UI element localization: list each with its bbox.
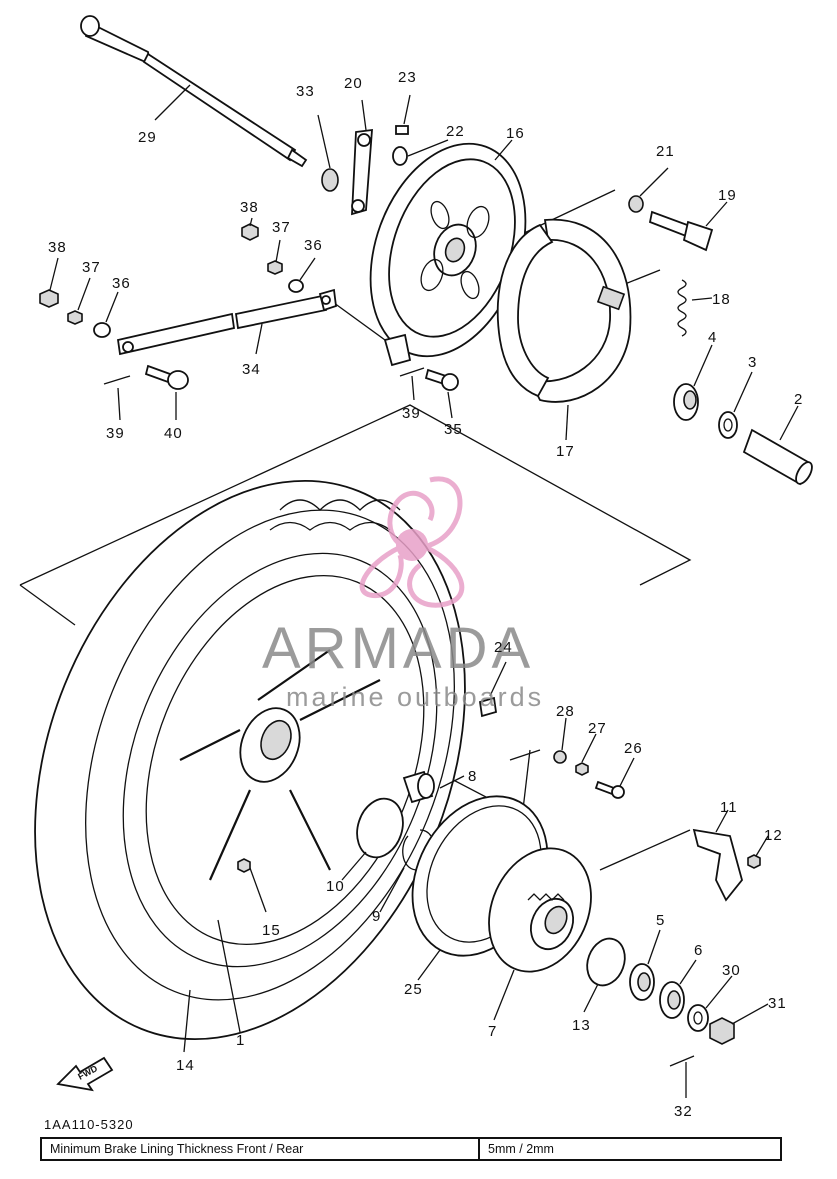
- spec-table: Minimum Brake Lining Thickness Front / R…: [40, 1137, 782, 1161]
- callout-7: 7: [488, 1023, 497, 1040]
- brake-cam-parts: [317, 94, 449, 216]
- seals-9-10: [341, 797, 436, 913]
- callout-37-left: 37: [82, 259, 101, 276]
- brake-shoes-17: [496, 218, 632, 441]
- callout-16: 16: [506, 125, 525, 142]
- callout-3: 3: [748, 354, 757, 371]
- callout-2: 2: [794, 391, 803, 408]
- axle-end-parts: [583, 929, 769, 1098]
- drum-and-sprocket: [411, 795, 592, 1021]
- cam-spring-parts: [628, 167, 728, 337]
- wheel-and-tire: [34, 479, 466, 1053]
- callout-39-left: 39: [106, 425, 125, 442]
- callout-37-upper: 37: [272, 219, 291, 236]
- callout-24: 24: [494, 639, 513, 656]
- nut-stack-left: [39, 257, 119, 338]
- callout-36-left: 36: [112, 275, 131, 292]
- callout-11: 11: [720, 799, 738, 816]
- callout-26: 26: [624, 740, 643, 757]
- callout-labels: 1 2 3 4 5 6 7 8 9 10 11 12 13 14 15 16 1…: [48, 69, 803, 1120]
- hub-spacers: [673, 344, 813, 486]
- callout-32: 32: [674, 1103, 693, 1120]
- sprocket-fasteners: [553, 717, 769, 902]
- torque-rod-34: [103, 288, 459, 421]
- callout-29: 29: [138, 129, 157, 146]
- callout-9: 9: [372, 908, 381, 925]
- callout-31: 31: [768, 995, 787, 1012]
- callout-38-upper: 38: [240, 199, 259, 216]
- callout-36-upper: 36: [304, 237, 323, 254]
- callout-18: 18: [712, 291, 731, 308]
- callout-35: 35: [444, 421, 463, 438]
- nut-stack-upper: [241, 217, 316, 293]
- callout-21: 21: [656, 143, 675, 160]
- callout-17: 17: [556, 443, 575, 460]
- brake-plate-16: [369, 139, 527, 367]
- callout-28: 28: [556, 703, 575, 720]
- spec-value: 5mm / 2mm: [488, 1142, 554, 1156]
- callout-1: 1: [236, 1032, 245, 1049]
- armada-watermark: ARMADA marine outboards: [262, 476, 544, 712]
- diagram-code: 1AA110-5320: [44, 1117, 134, 1132]
- callout-30: 30: [722, 962, 741, 979]
- callout-38-left: 38: [48, 239, 67, 256]
- callout-40: 40: [164, 425, 183, 442]
- watermark-tagline: marine outboards: [286, 682, 544, 712]
- callout-22: 22: [446, 123, 465, 140]
- callout-39-right: 39: [402, 405, 421, 422]
- callout-19: 19: [718, 187, 737, 204]
- watermark-brand: ARMADA: [262, 616, 534, 681]
- callout-23: 23: [398, 69, 417, 86]
- hub-small-parts: [237, 661, 507, 913]
- fwd-arrow-icon: FWD: [56, 1056, 114, 1092]
- callout-14: 14: [176, 1057, 195, 1074]
- callout-20: 20: [344, 75, 363, 92]
- callout-34: 34: [242, 361, 261, 378]
- callout-6: 6: [694, 942, 703, 959]
- callout-13: 13: [572, 1017, 591, 1034]
- axle-29: [80, 15, 308, 168]
- callout-27: 27: [588, 720, 607, 737]
- callout-5: 5: [656, 912, 665, 929]
- callout-25: 25: [404, 981, 423, 998]
- callout-15: 15: [262, 922, 281, 939]
- callout-8: 8: [468, 768, 477, 785]
- callout-4: 4: [708, 329, 717, 346]
- callout-12: 12: [764, 827, 783, 844]
- spec-label: Minimum Brake Lining Thickness Front / R…: [42, 1139, 480, 1159]
- callout-10: 10: [326, 878, 345, 895]
- callout-33: 33: [296, 83, 315, 100]
